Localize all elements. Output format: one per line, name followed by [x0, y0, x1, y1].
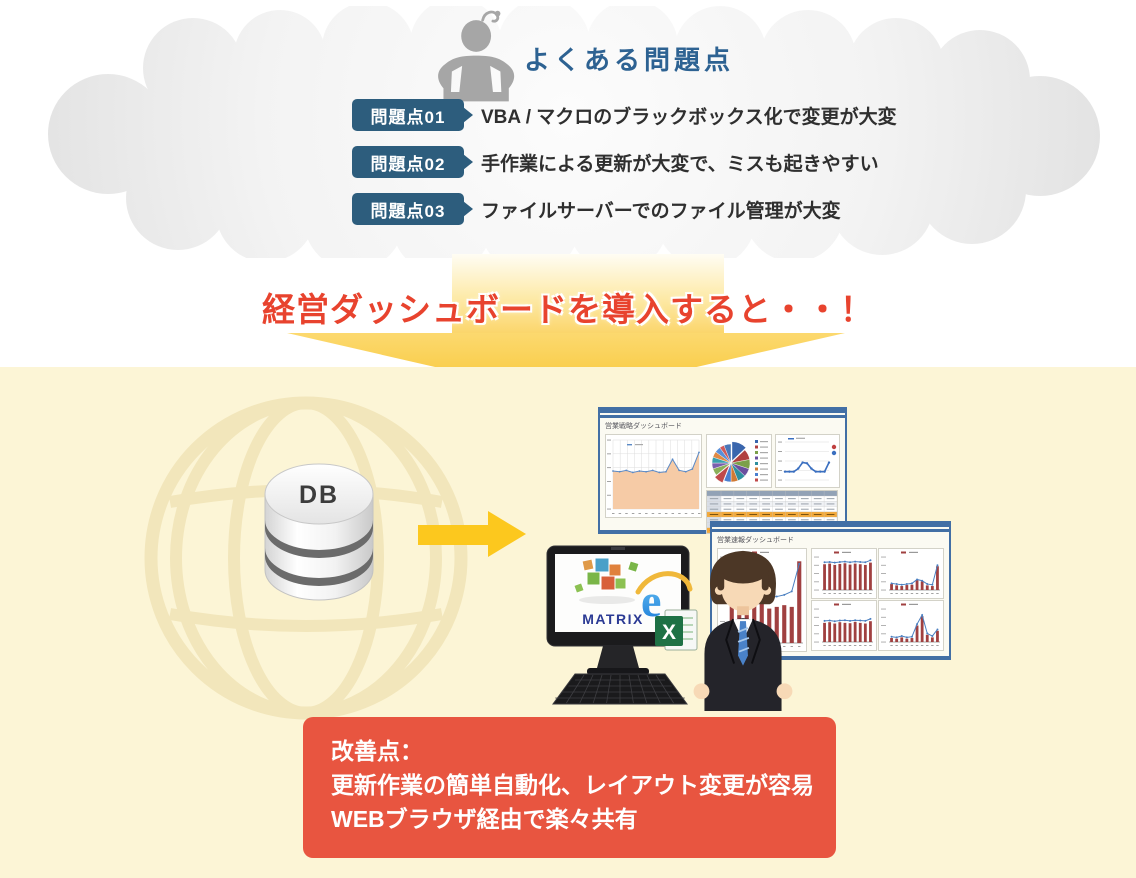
problem-text: ファイルサーバーでのファイル管理が大変 — [481, 200, 841, 222]
cloud-bubble — [48, 6, 1100, 258]
bar-chart — [811, 548, 877, 599]
improvement-line: WEBブラウザ経由で楽々共有 — [331, 806, 638, 832]
dashboard-window-2: 営業速報ダッシュボード — [710, 521, 951, 660]
svg-text:X: X — [662, 621, 676, 644]
improvement-line: 更新作業の簡単自動化、レイアウト変更が容易 — [331, 772, 814, 798]
pie-chart — [706, 434, 772, 488]
matrix-logo-text: MATRIX — [582, 611, 644, 627]
funnel-column — [452, 254, 724, 334]
problem-text: 手作業による更新が大変で、ミスも起きやすい — [481, 153, 879, 175]
problem-row: 問題点03 ファイルサーバーでのファイル管理が大変 — [352, 193, 841, 225]
window-title-bar — [600, 415, 845, 418]
bar-chart — [878, 600, 944, 651]
area-chart — [605, 434, 702, 518]
problem-badge: 問題点01 — [352, 99, 473, 131]
person-silhouette-icon — [438, 10, 515, 102]
dashboard-title: 営業速報ダッシュボード — [717, 537, 794, 544]
bar-chart — [878, 548, 944, 599]
dashboard-window-1: 営業戦略ダッシュボード — [598, 407, 847, 534]
improvement-line: 改善点： — [331, 738, 423, 764]
cloud-title: よくある問題点 — [524, 45, 735, 75]
excel-icon: X — [655, 609, 698, 651]
window-title-bar — [712, 521, 949, 527]
svg-text:e: e — [641, 575, 661, 626]
problem-row: 問題点01 VBA / マクロのブラックボックス化で変更が大変 — [352, 99, 897, 131]
globe-icon — [144, 396, 468, 720]
database-icon: DB — [264, 463, 374, 601]
arrow-right-icon — [418, 511, 526, 557]
monitor-stand — [597, 646, 639, 668]
improvement-box: 改善点： 更新作業の簡単自動化、レイアウト変更が容易 WEBブラウザ経由で楽々共… — [303, 717, 836, 858]
db-label: DB — [299, 481, 339, 509]
matrix-logo: MATRIX — [573, 557, 644, 627]
internet-explorer-icon: e — [635, 571, 693, 626]
main-title: 経営ダッシュボードを導入すると・・！ — [262, 291, 874, 328]
window-title-bar — [712, 529, 949, 532]
problem-row: 問題点02 手作業による更新が大変で、ミスも起きやすい — [352, 146, 879, 178]
bar-chart — [811, 600, 877, 651]
line-chart — [775, 434, 840, 488]
window-title-bar — [600, 407, 845, 413]
monitor-icon: MATRIX e X — [546, 545, 698, 705]
dashboard-title: 営業戦略ダッシュボード — [605, 423, 682, 430]
funnel-arrow-icon — [287, 333, 845, 397]
problem-text: VBA / マクロのブラックボックス化で変更が大変 — [481, 106, 897, 128]
businessman-icon — [693, 550, 793, 712]
problem-badge: 問題点03 — [352, 193, 473, 225]
problem-badge: 問題点02 — [352, 146, 473, 178]
